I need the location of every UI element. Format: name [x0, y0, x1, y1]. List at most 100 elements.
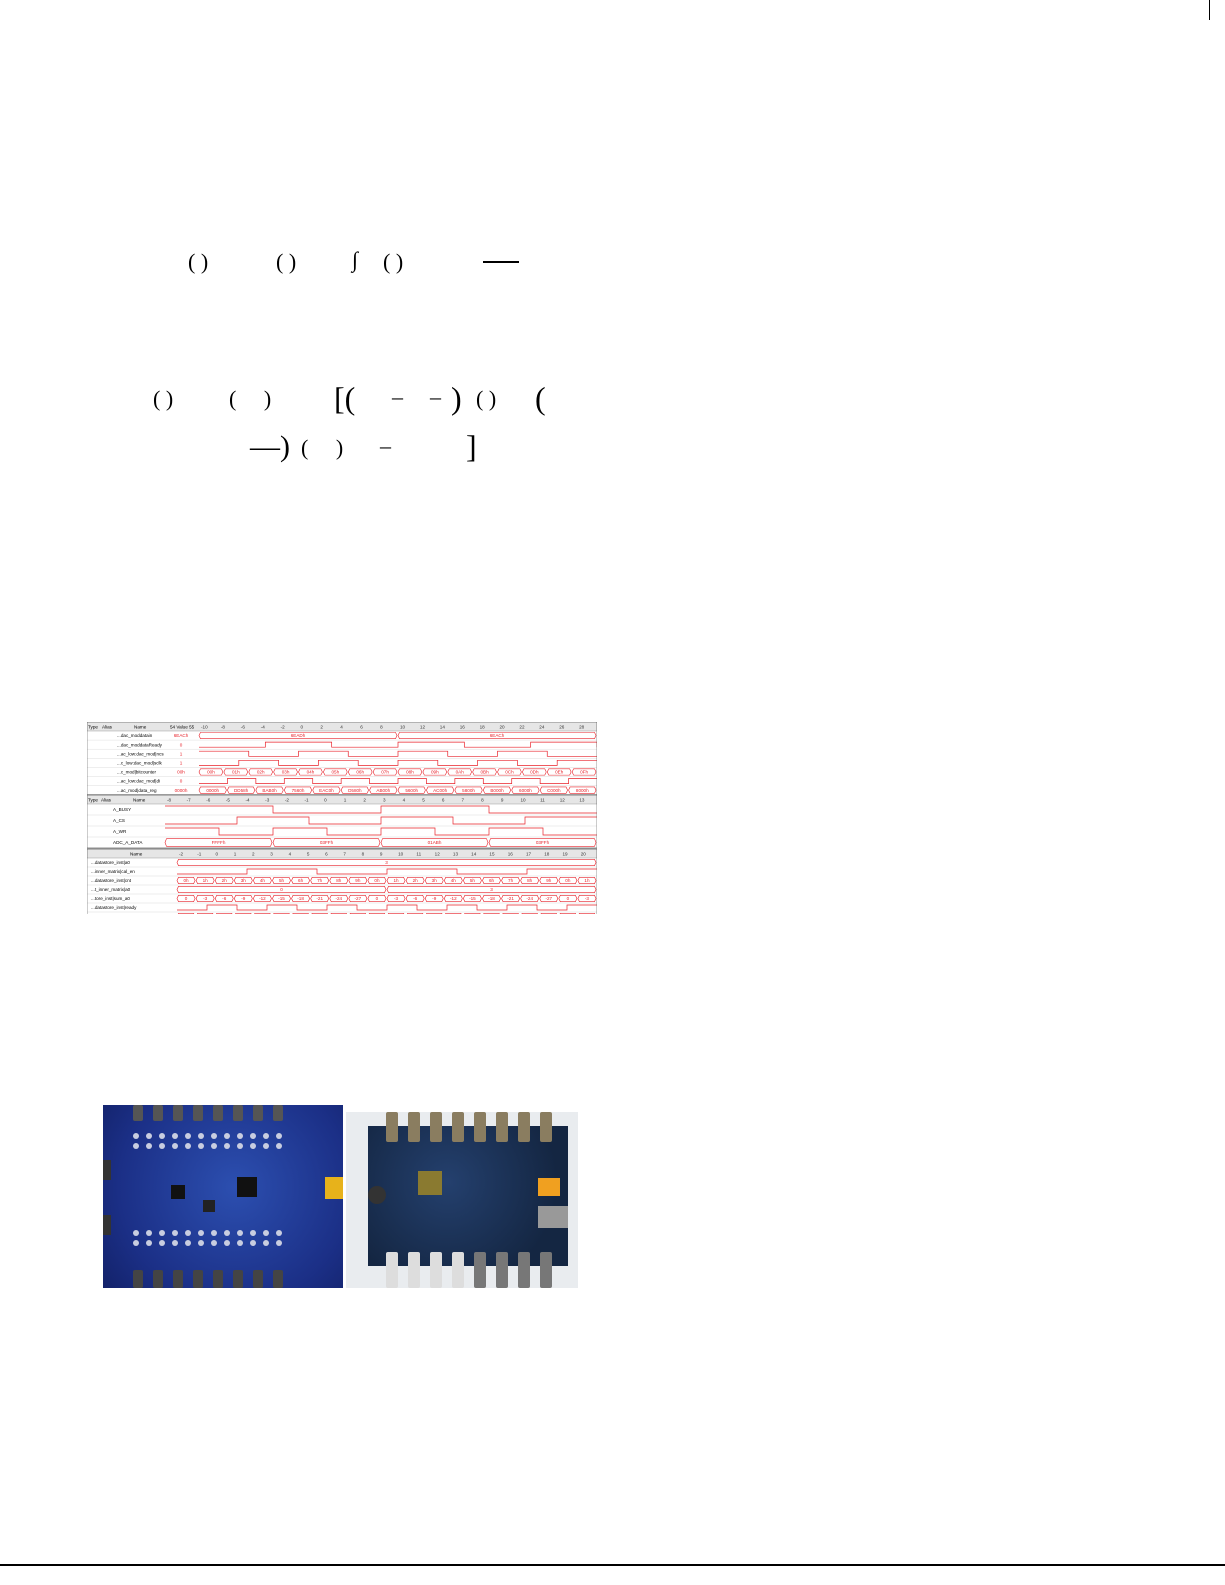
bus-value: -27: [545, 896, 552, 901]
bus-segment: [380, 838, 489, 847]
component: [224, 1133, 230, 1139]
component: [211, 1133, 217, 1139]
bus-value: 02h: [257, 770, 265, 775]
bus-value: 2h: [222, 878, 228, 883]
component: [224, 1143, 230, 1149]
signal-name: ...datastore_inst|a0: [91, 860, 130, 865]
component: [185, 1143, 191, 1149]
bus-value: 05h: [331, 770, 339, 775]
time-tick: 0: [216, 852, 219, 857]
component: [250, 1240, 256, 1246]
bus-value: -3: [585, 896, 590, 901]
bit-signal: [199, 741, 597, 748]
time-tick: -2: [179, 852, 184, 857]
bus-segment: [367, 877, 387, 884]
time-tick: 22: [519, 725, 525, 730]
bus-value: -24: [335, 896, 342, 901]
bus-segment: [310, 895, 330, 902]
time-tick: 2: [320, 725, 323, 730]
time-tick: 5: [307, 852, 310, 857]
time-tick: 11: [540, 798, 545, 803]
bus-value: -6: [413, 896, 418, 901]
bus-segment: [177, 913, 195, 914]
bus-segment: [463, 895, 482, 902]
bus-value: 3h: [432, 878, 438, 883]
bus-segment: [176, 859, 597, 866]
signal-name: ...inner_matrix|cal_en: [91, 869, 135, 874]
signal-name: ...ac_mod|data_reg: [117, 788, 157, 793]
bus-value: 0Ch: [505, 770, 514, 775]
time-tick: 5: [422, 798, 425, 803]
bus-value: 09h: [431, 770, 439, 775]
bus-segment: [330, 913, 347, 914]
bus-segment: [196, 913, 214, 914]
bnc-connector: [430, 1112, 442, 1142]
column-header: Name: [130, 852, 143, 857]
signal-name: ...ac_low:dac_mod|di: [117, 779, 160, 784]
bus-value: 8h: [527, 878, 533, 883]
bus-value: EAC0h: [319, 788, 334, 793]
bus-value: 0h: [565, 878, 571, 883]
bus-value: 4h: [260, 878, 266, 883]
eq3-minus: –: [380, 433, 391, 458]
bnc-connector: [408, 1112, 420, 1142]
bus-value: -27: [355, 896, 362, 901]
bus-value: -9: [432, 896, 437, 901]
bus-value: 0Eh: [555, 770, 564, 775]
bus-segment: [235, 913, 252, 914]
time-tick: 6: [442, 798, 445, 803]
bus-value: -18: [488, 896, 495, 901]
component: [250, 1230, 256, 1236]
bus-segment: [397, 786, 426, 794]
time-tick: 16: [460, 725, 466, 730]
bus-value: 0000h: [206, 788, 219, 793]
time-tick: -4: [246, 798, 251, 803]
bus-value: -9: [241, 896, 246, 901]
bus-segment: [405, 877, 425, 884]
bus-segment: [347, 768, 373, 776]
bus-value: -21: [507, 896, 514, 901]
bus-value: 3h: [241, 878, 247, 883]
time-tick: 12: [560, 798, 566, 803]
bus-segment: [164, 838, 273, 847]
bus-value: 6h: [489, 878, 495, 883]
waveform-header: [87, 848, 597, 859]
signal-value: 0: [180, 779, 183, 784]
bus-segment: [272, 895, 291, 902]
page-bottom-rule: [0, 1564, 1225, 1566]
time-tick: 14: [471, 852, 477, 857]
bus-value: -24: [526, 896, 533, 901]
bus-segment: [253, 895, 272, 902]
bus-segment: [422, 768, 448, 776]
time-tick: 10: [398, 852, 404, 857]
bus-value: 01h: [232, 770, 240, 775]
bus-segment: [253, 877, 272, 884]
bus-value: 3: [385, 860, 388, 865]
bnc-connector: [173, 1270, 183, 1288]
waveform-panel: [87, 794, 597, 849]
time-tick: 26: [559, 725, 565, 730]
bus-value: 0Ah: [456, 770, 465, 775]
bnc-connector: [153, 1270, 163, 1288]
bus-value: 9h: [355, 878, 361, 883]
column-header: Alias: [102, 725, 113, 730]
bus-segment: [522, 768, 547, 776]
eq2-minus: –: [430, 384, 441, 409]
bnc-connector: [474, 1252, 486, 1288]
bus-segment: [214, 895, 234, 902]
bus-value: 5600h: [405, 788, 418, 793]
time-tick: -8: [167, 798, 172, 803]
time-tick: 1: [234, 852, 237, 857]
time-tick: -8: [221, 725, 226, 730]
time-tick: -3: [265, 798, 270, 803]
component: [237, 1240, 243, 1246]
bnc-connector: [474, 1112, 486, 1142]
bus-value: -12: [259, 896, 266, 901]
waveform-panel: [87, 848, 597, 914]
bnc-connector: [233, 1270, 243, 1288]
bus-value: 1h: [203, 878, 209, 883]
signal-name: ...datastore_inst|ready: [91, 905, 137, 910]
bus-value: 5h: [470, 878, 476, 883]
time-tick: 10: [400, 725, 406, 730]
